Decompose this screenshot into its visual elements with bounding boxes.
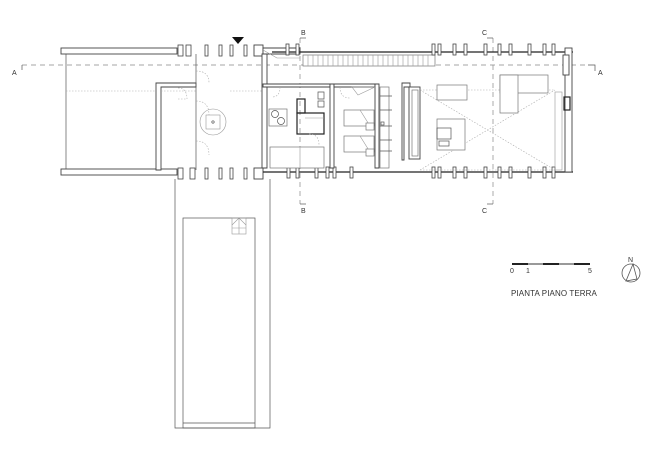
bathroom-bedroom bbox=[268, 86, 325, 169]
living-room bbox=[401, 54, 571, 171]
section-a-left-label: A bbox=[12, 70, 17, 77]
section-a-right-label: A bbox=[598, 70, 603, 77]
twin-bedroom bbox=[339, 86, 392, 169]
section-c-bottom-label: C bbox=[482, 208, 487, 215]
bottom-facade-columns bbox=[286, 166, 556, 179]
entrance-hall bbox=[161, 37, 262, 180]
scale-bar-segment-5 bbox=[574, 263, 590, 265]
north-label: N bbox=[628, 257, 633, 264]
section-b-top-label: B bbox=[301, 30, 306, 37]
drawing-title: PIANTA PIANO TERRA bbox=[511, 289, 597, 298]
section-c-top-label: C bbox=[482, 30, 487, 37]
section-b-bottom-label: B bbox=[301, 208, 306, 215]
scale-label-5: 5 bbox=[588, 268, 592, 275]
section-line-b: B B bbox=[299, 30, 306, 215]
north-arrow-icon: N bbox=[621, 257, 641, 283]
entrance-triangle-icon bbox=[232, 37, 244, 44]
scale-bar-segment-4 bbox=[559, 263, 574, 265]
top-facade-columns bbox=[285, 43, 556, 56]
scale-label-0: 0 bbox=[510, 268, 514, 275]
scale-bar-segment-3 bbox=[543, 263, 559, 265]
scale-bar-segment-1 bbox=[512, 263, 528, 265]
section-line-c: C C bbox=[482, 30, 494, 215]
pool bbox=[174, 179, 271, 429]
scale-bar: 0 1 5 bbox=[510, 263, 592, 275]
scale-bar-segment-2 bbox=[528, 263, 543, 265]
scale-label-1: 1 bbox=[526, 268, 530, 275]
